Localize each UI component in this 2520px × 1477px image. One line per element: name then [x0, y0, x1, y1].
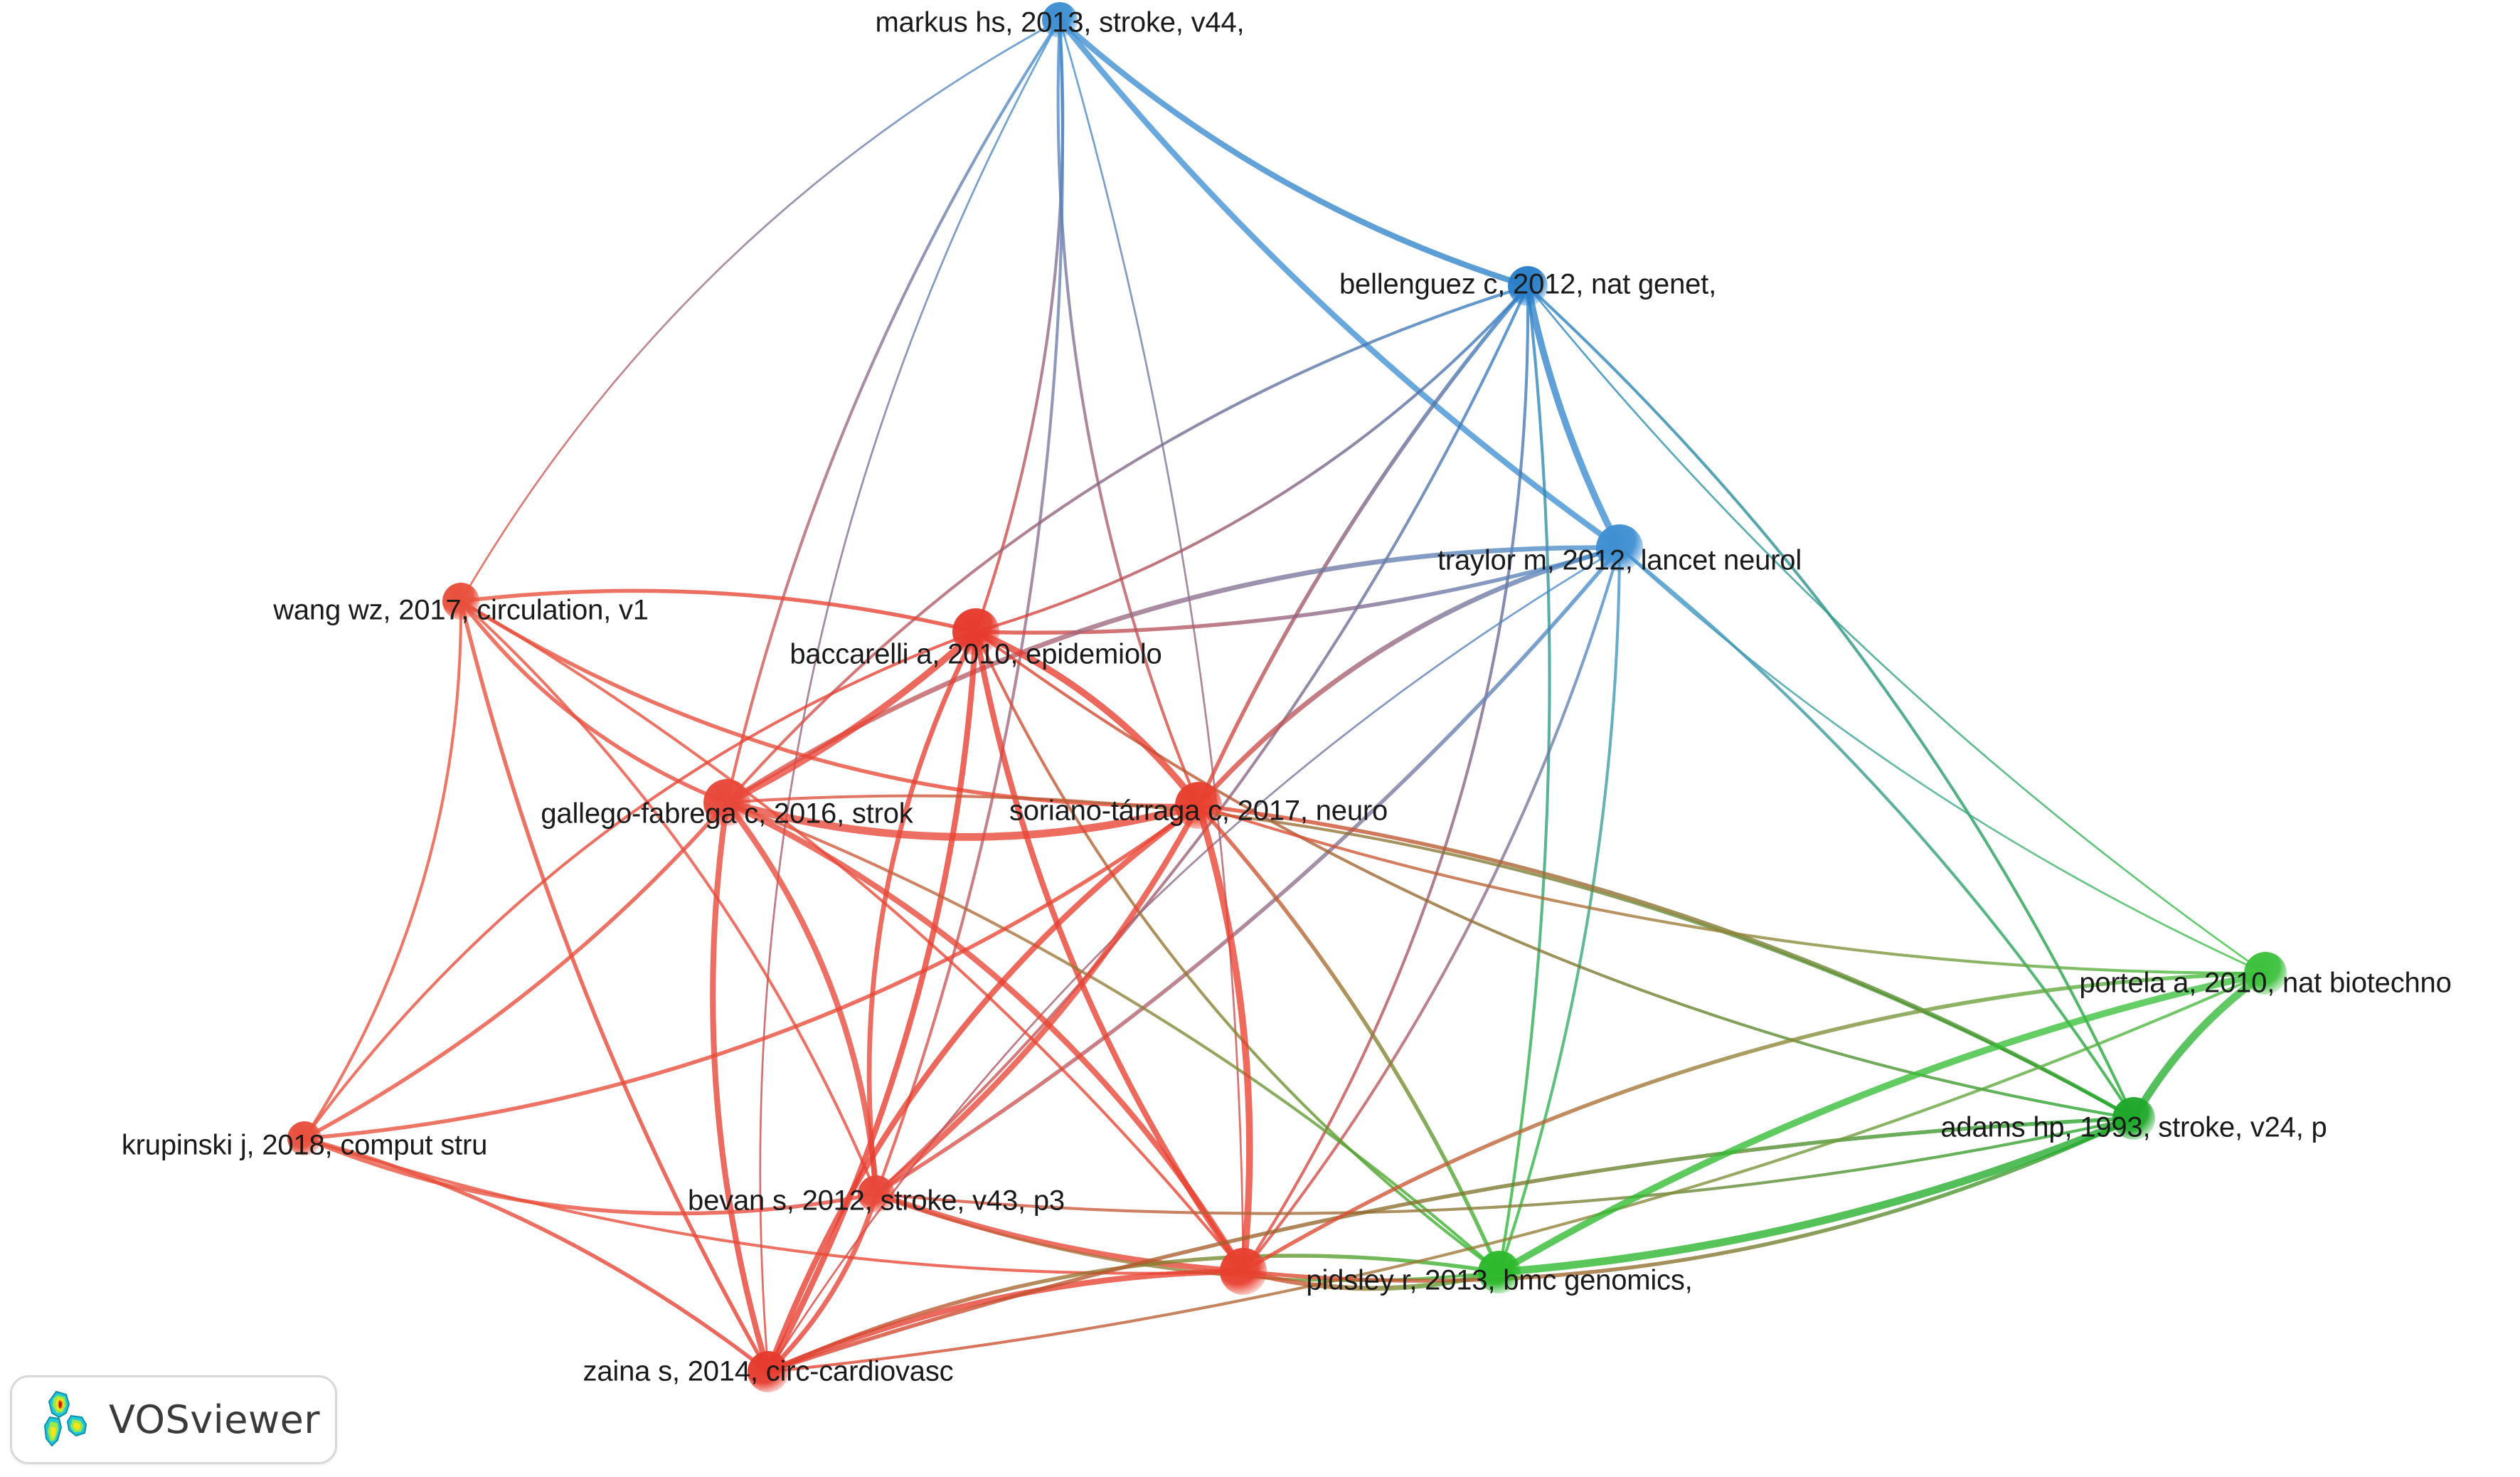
network-edge — [1056, 16, 1623, 551]
network-node[interactable] — [1220, 1248, 1267, 1295]
network-node[interactable] — [703, 779, 750, 826]
network-edge — [459, 599, 1201, 808]
network-edge — [725, 18, 1062, 805]
network-edge — [974, 630, 1501, 1274]
network-edge — [766, 1116, 2136, 1374]
network-edge — [302, 1136, 770, 1374]
network-edge — [974, 18, 1065, 634]
network-edge — [1195, 802, 1253, 1275]
network-edge — [759, 18, 1061, 1373]
network-edge — [459, 18, 1061, 603]
network-edge — [1496, 970, 2269, 1276]
network-node[interactable] — [1478, 1251, 1521, 1293]
network-edge — [1196, 803, 2268, 975]
network-edge — [459, 599, 770, 1374]
network-edge — [1058, 18, 1245, 1273]
network-edge — [1241, 546, 1622, 1274]
nodes-layer — [287, 2, 2287, 1392]
network-node[interactable] — [2244, 952, 2287, 995]
network-edge — [1241, 971, 2268, 1274]
network-node[interactable] — [1175, 782, 1222, 829]
network-edge — [723, 628, 979, 806]
network-node[interactable] — [287, 1121, 321, 1155]
network-edge — [459, 588, 978, 634]
vosviewer-density-mark — [43, 1390, 87, 1446]
network-node[interactable] — [858, 1175, 895, 1212]
network-edge — [723, 799, 880, 1197]
network-edge — [1196, 545, 1622, 808]
network-edge — [459, 599, 878, 1196]
network-node[interactable] — [1596, 524, 1643, 571]
network-edge — [302, 1136, 878, 1216]
network-edge — [1056, 18, 1201, 808]
network-edge — [459, 599, 729, 805]
network-edge — [302, 599, 463, 1140]
vosviewer-wordmark: VOSviewer — [109, 1397, 321, 1442]
network-edge — [765, 1191, 879, 1375]
network-edge — [765, 1268, 1247, 1375]
network-edge — [302, 800, 729, 1140]
network-edge — [723, 798, 1203, 841]
network-node[interactable] — [1042, 2, 1078, 38]
network-edge — [459, 599, 1245, 1274]
network-edge — [874, 546, 1622, 1196]
network-node[interactable] — [2112, 1097, 2155, 1140]
network-edge — [1618, 546, 2267, 975]
network-edge — [302, 630, 978, 1140]
network-edge — [974, 546, 1622, 635]
network-edge — [874, 1116, 2136, 1215]
network-edge — [710, 799, 772, 1375]
network-edge — [974, 630, 2136, 1121]
network-edge — [1241, 284, 1530, 1274]
network-node[interactable] — [952, 608, 999, 655]
network-edge — [873, 802, 1202, 1197]
network-edge — [302, 803, 1201, 1140]
network-node[interactable] — [442, 583, 479, 620]
network-edge — [866, 629, 979, 1197]
network-edge — [974, 284, 1530, 634]
network-edge — [1526, 285, 2267, 975]
network-edge — [874, 284, 1530, 1196]
network-edge — [1196, 284, 1530, 808]
network-edge — [1617, 546, 2136, 1121]
network-edge — [1056, 16, 1531, 290]
edges-layer — [302, 16, 2270, 1375]
network-edge — [1524, 282, 1623, 551]
network-edge — [765, 802, 1202, 1375]
network-edge — [723, 799, 1247, 1275]
network-edge — [1495, 1114, 2138, 1276]
network-edge — [2130, 969, 2270, 1123]
network-edge — [725, 800, 1501, 1274]
network-edge — [765, 628, 979, 1375]
network-edge — [972, 628, 1202, 809]
network-edge — [766, 971, 2268, 1374]
network-node[interactable] — [1508, 266, 1548, 306]
network-node[interactable] — [748, 1351, 789, 1392]
network-edge — [1497, 284, 1551, 1274]
network-edge — [1526, 284, 2136, 1121]
network-edge — [1241, 1116, 2136, 1283]
network-edge — [1497, 546, 1622, 1274]
vosviewer-logo-badge[interactable]: VOSviewer — [10, 1375, 337, 1464]
network-edge — [1196, 803, 1501, 1274]
network-edge — [767, 546, 1621, 1373]
